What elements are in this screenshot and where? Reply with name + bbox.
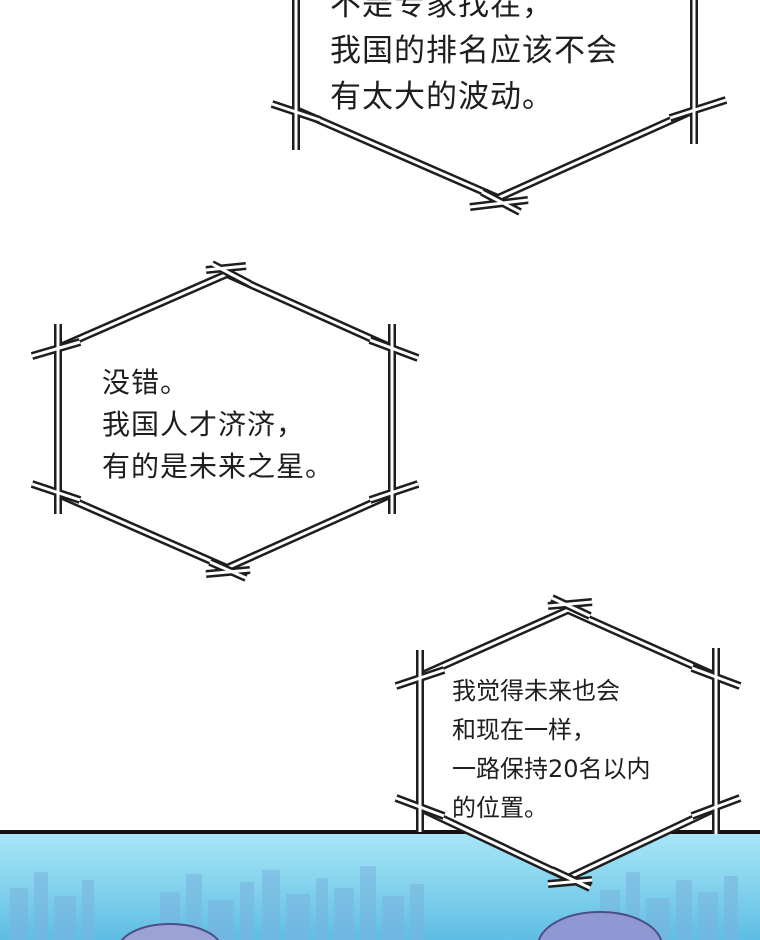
character-hair-left [120,923,220,940]
bubble-2-line: 没错。 [102,366,190,399]
bubble-2-text: 没错。 我国人才济济， 有的是未来之星。 [102,362,334,488]
bubble-1-line: 有太大的波动。 [330,79,554,115]
bubble-2-line: 有的是未来之星。 [102,450,335,483]
speech-bubble-2 [30,260,420,582]
speech-bubble-1 [270,0,728,216]
speech-bubble-3 [394,594,742,892]
bubble-3-line: 我觉得未来也会 [452,677,620,705]
bubble-1-text: 不是专家找茬， 我国的排名应该不会 有太大的波动。 [330,0,618,120]
bubble-1-line: 我国的排名应该不会 [330,33,618,69]
bubble-3-line: 的位置。 [452,794,548,822]
background-scene [0,830,760,940]
bubble-3-line: 和现在一样， [452,716,596,744]
bubble-1-line: 不是专家找茬， [330,0,554,23]
bubble-3-text: 我觉得未来也会 和现在一样， 一路保持20名以内 的位置。 [452,672,651,828]
character-hair-right [537,911,663,940]
bubble-2-line: 我国人才济济， [102,408,306,441]
bubble-3-line: 一路保持20名以内 [452,755,651,783]
